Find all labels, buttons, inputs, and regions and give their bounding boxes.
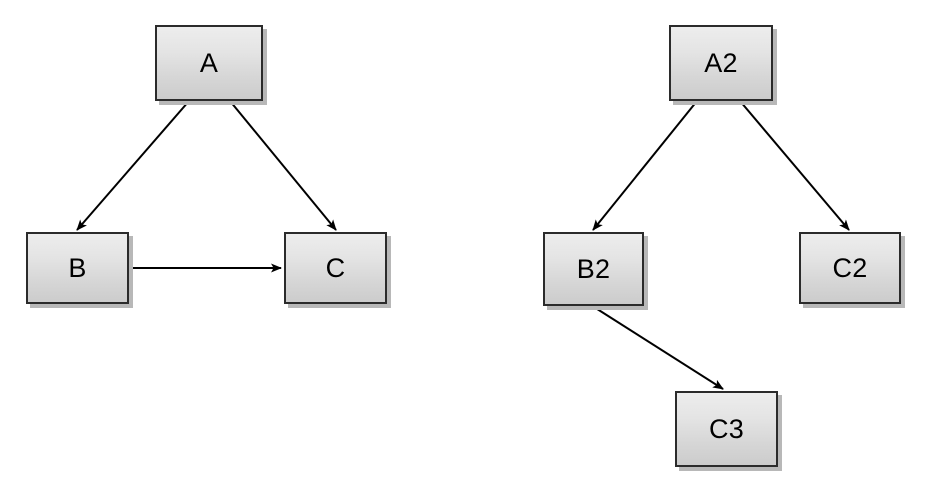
edge-a-to-c[interactable]: [229, 100, 337, 231]
node-label-a: A: [199, 47, 219, 78]
node-label-c3: C3: [709, 413, 744, 444]
node-label-b2: B2: [576, 253, 611, 284]
node-a[interactable]: A: [155, 25, 263, 101]
edge-group-left: [76, 100, 337, 273]
node-c[interactable]: C: [284, 232, 387, 304]
edge-a2-to-b2[interactable]: [592, 100, 698, 231]
node-a2[interactable]: A2: [669, 25, 773, 101]
edge-group-right: [592, 100, 850, 390]
edge-a2-to-c2[interactable]: [739, 100, 850, 231]
node-label-c: C: [325, 252, 346, 283]
node-b[interactable]: B: [26, 232, 129, 304]
node-label-c2: C2: [832, 252, 868, 283]
node-label-b: B: [68, 252, 87, 283]
edge-b2-to-c3[interactable]: [593, 306, 724, 390]
edge-a-to-b[interactable]: [76, 100, 190, 231]
node-label-a2: A2: [704, 47, 738, 78]
node-c2[interactable]: C2: [799, 232, 901, 304]
node-c3[interactable]: C3: [675, 391, 778, 467]
node-b2[interactable]: B2: [543, 232, 644, 306]
